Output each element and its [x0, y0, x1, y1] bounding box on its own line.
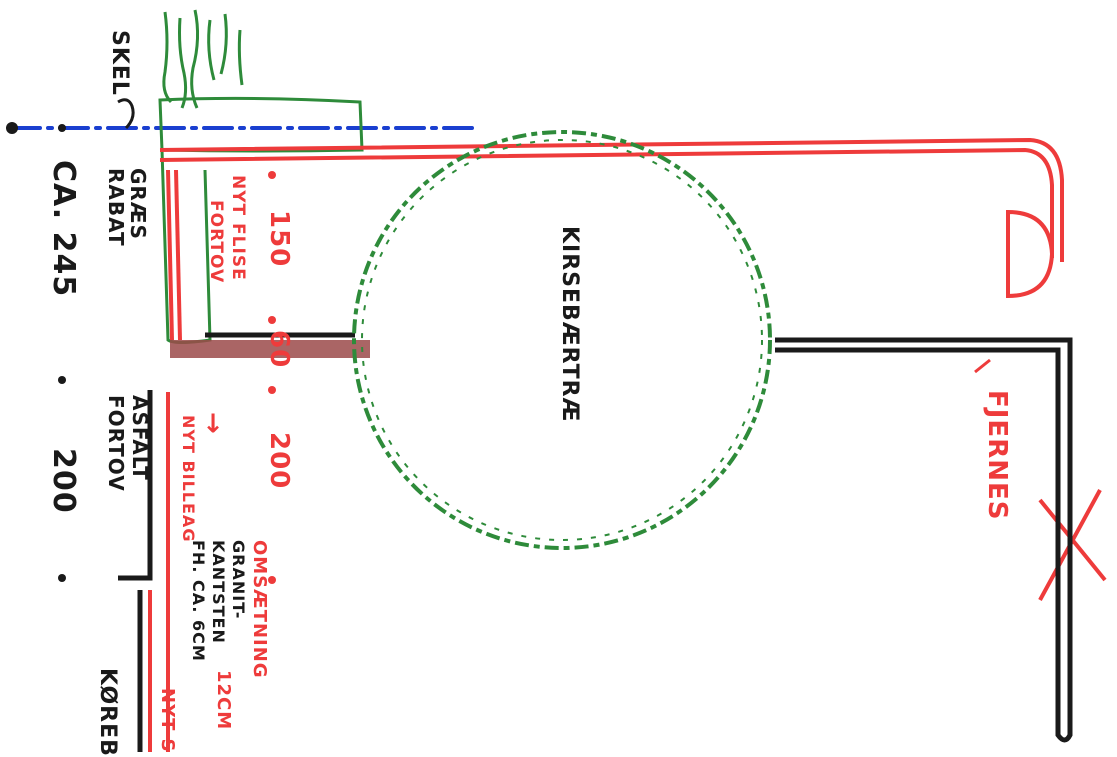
marker-dot: [6, 122, 18, 134]
dim-200-inner-label: 200: [264, 432, 294, 490]
granit-kantsten-label-3: FH. CA. 6CM: [189, 540, 208, 662]
tree-label: KIRSEBÆRTRÆ: [557, 226, 582, 423]
driveway-band: [170, 340, 370, 358]
korebane-label: KØREB: [95, 668, 120, 757]
asfalt-fortov-label-2: FORTOV: [104, 395, 128, 492]
new-layout-lines: [148, 137, 1107, 752]
dim-dot: [268, 576, 276, 584]
fjernes-tick: [974, 358, 991, 374]
dim-60-label: 60: [264, 330, 294, 369]
skel-label: SKEL: [107, 30, 132, 96]
nyt-flise-fortov-label-2: FORTOV: [206, 200, 226, 284]
dim-dot: [268, 316, 276, 324]
dim-12cm-label: 12CM: [213, 670, 234, 731]
graes-rabat-label-1: GRÆS: [126, 168, 150, 240]
dim-200-outer-label: 200: [46, 448, 81, 514]
granit-kantsten-label-2: KANTSTEN: [209, 540, 228, 644]
graes-rabat-label-2: RABAT: [104, 168, 128, 247]
marker-dot: [58, 574, 66, 582]
cherry-tree-crown-inner: [361, 139, 763, 541]
dim-150-label: 150: [264, 210, 294, 268]
skel-hook: [117, 98, 135, 130]
existing-lines: [118, 332, 1073, 752]
ca-245-label: CA. 245: [46, 160, 81, 298]
marker-dot: [58, 376, 66, 384]
dim-dot: [268, 171, 276, 179]
fjernes-label: FJERNES: [982, 390, 1012, 521]
nyt-s-label: NYT S: [157, 688, 178, 753]
cherry-tree-crown: [352, 130, 772, 550]
nyt-billeag-label: NYT BILLEAG: [179, 415, 198, 543]
hedge-planting: [158, 9, 364, 344]
nyt-flise-fortov-label-1: NYT FLISE: [228, 175, 248, 281]
arrow-mark: →: [198, 412, 228, 435]
asfalt-fortov-label-1: ASFALT: [128, 395, 152, 481]
omsaetning-label: OMSÆTNING: [249, 540, 270, 679]
granit-kantsten-label-1: GRANIT-: [229, 540, 248, 620]
marker-dot: [58, 124, 66, 132]
dim-dot: [268, 386, 276, 394]
